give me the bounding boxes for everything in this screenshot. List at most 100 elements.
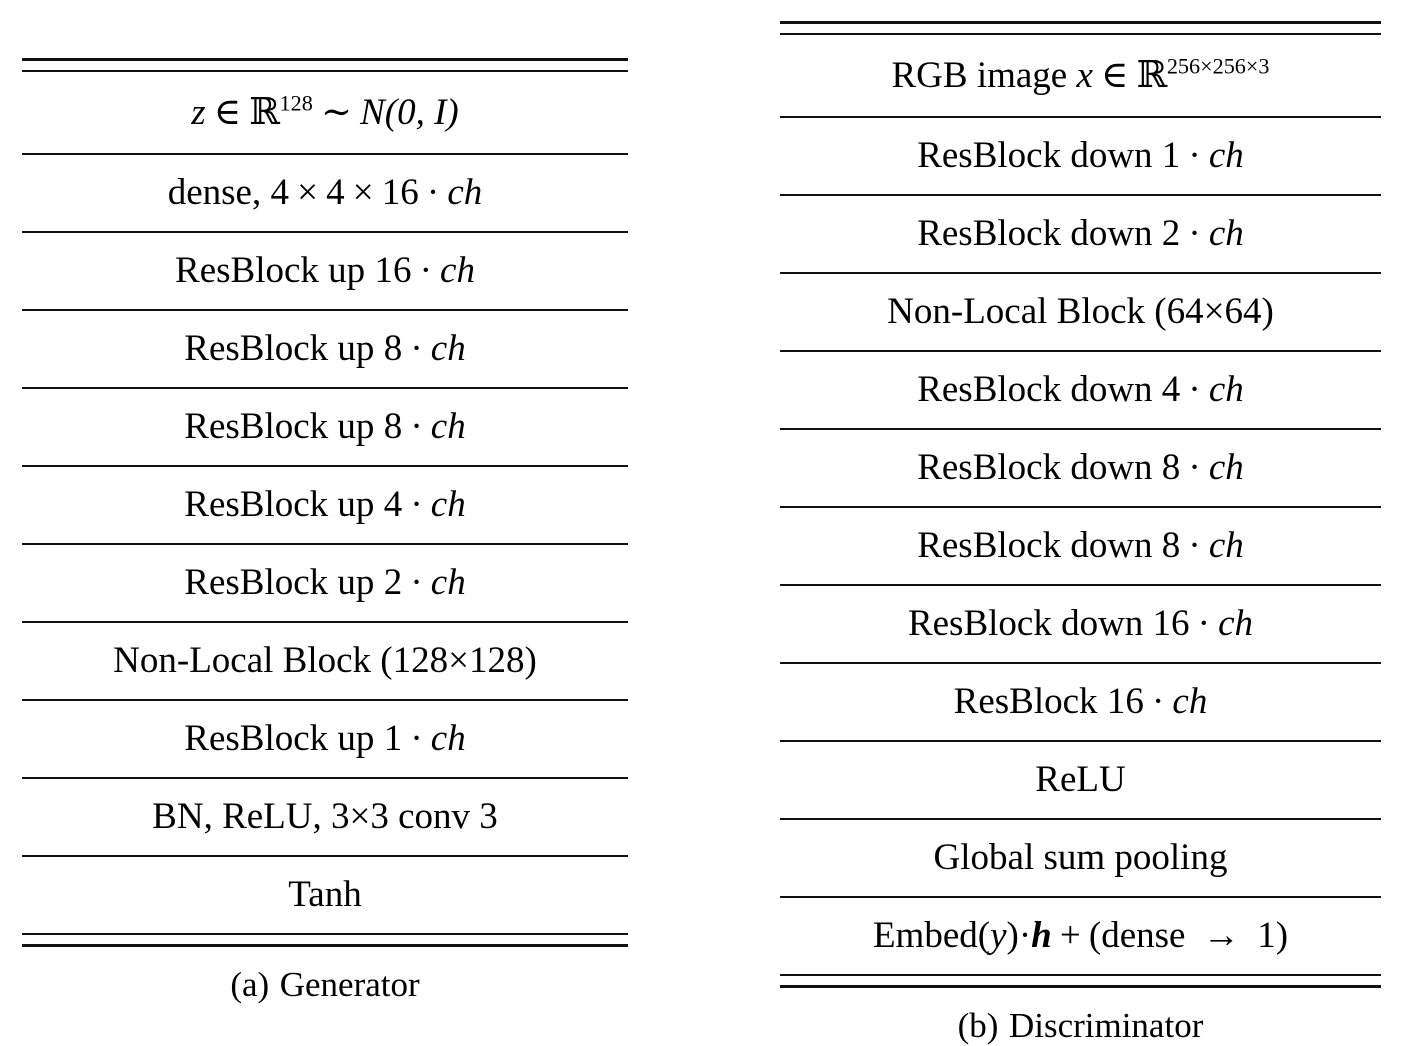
discriminator-architecture-table: RGB image x∈ℝ256×256×3 ResBlock down 1·c… xyxy=(780,35,1381,974)
generator-midrule-9 xyxy=(22,777,628,779)
discriminator-bottomrule xyxy=(780,974,1381,988)
channel-variable: ch xyxy=(1208,369,1244,410)
channel-mult: 4 xyxy=(383,484,403,525)
generator-row-resblock-up-16: ResBlock up 16·ch xyxy=(22,233,628,309)
discriminator-midrule-9 xyxy=(780,740,1381,742)
table-row: ResBlock up 4·ch xyxy=(22,467,628,543)
dot-symbol: · xyxy=(1188,447,1201,488)
table-row: ResBlock down 16·ch xyxy=(780,586,1381,662)
dense-dim-b: 4 xyxy=(326,172,345,213)
discriminator-row-resblock-down-1: ResBlock down 1·ch xyxy=(780,118,1381,194)
generator-architecture-table: z∈ℝ128∼N(0, I) dense, 4×4×16·ch ResBlock… xyxy=(22,72,628,933)
table-row: ResBlock down 1·ch xyxy=(780,118,1381,194)
table-row: ResBlock up 16·ch xyxy=(22,233,628,309)
latent-dimension: 128 xyxy=(279,90,313,116)
table-row: ResBlock down 8·ch xyxy=(780,508,1381,584)
kernel-size-h: 3 xyxy=(331,796,350,837)
generator-row-resblock-up-4: ResBlock up 4·ch xyxy=(22,467,628,543)
resblock-down-label: ResBlock down xyxy=(907,603,1153,644)
table-row: z∈ℝ128∼N(0, I) xyxy=(22,72,628,153)
rgb-image-label: RGB image xyxy=(891,55,1077,96)
discriminator-midrule-8 xyxy=(780,662,1381,664)
non-local-label: Non-Local Block ( xyxy=(887,291,1167,332)
channel-mult: 16 xyxy=(374,250,412,291)
channel-variable: ch xyxy=(440,250,475,291)
resblock-down-label: ResBlock down xyxy=(917,447,1162,488)
input-variable-x: x xyxy=(1076,55,1093,96)
class-label-y: y xyxy=(990,915,1007,956)
real-numbers-symbol: ℝ xyxy=(1136,53,1168,96)
dot-product-symbol: · xyxy=(1018,915,1032,956)
dense-dim-a: 4 xyxy=(270,172,289,213)
discriminator-midrule-6 xyxy=(780,506,1381,508)
dot-symbol: · xyxy=(1188,369,1201,410)
non-local-height: 64 xyxy=(1224,291,1262,332)
discriminator-row-global-sum-pooling: Global sum pooling xyxy=(933,837,1228,878)
generator-subfigure: z∈ℝ128∼N(0, I) dense, 4×4×16·ch ResBlock… xyxy=(22,58,628,1005)
resblock-down-label: ResBlock down xyxy=(917,369,1162,410)
dot-symbol: · xyxy=(426,172,440,213)
generator-midrule-7 xyxy=(22,621,628,623)
channel-mult: 2 xyxy=(383,562,403,603)
dense-channel-mult: 16 xyxy=(381,172,419,213)
table-row: ReLU xyxy=(780,742,1381,818)
discriminator-row-resblock-16: ResBlock 16·ch xyxy=(780,664,1381,740)
resblock-down-label: ResBlock down xyxy=(917,525,1162,566)
generator-caption-label: (a) xyxy=(230,965,270,1004)
discriminator-midrule-1 xyxy=(780,116,1381,118)
discriminator-row-relu: ReLU xyxy=(1035,759,1126,800)
dot-symbol: · xyxy=(1188,525,1201,566)
channel-mult: 16 xyxy=(1152,603,1190,644)
discriminator-row-non-local-block: Non-Local Block (64×64) xyxy=(780,274,1381,350)
discriminator-row-resblock-down-8b: ResBlock down 8·ch xyxy=(780,508,1381,584)
channel-variable: ch xyxy=(430,406,466,447)
channel-variable: ch xyxy=(430,718,466,759)
generator-row-tanh: Tanh xyxy=(288,874,362,915)
table-row: Tanh xyxy=(22,857,628,933)
dot-symbol: · xyxy=(410,718,423,759)
table-row: ResBlock up 2·ch xyxy=(22,545,628,621)
table-row: dense, 4×4×16·ch xyxy=(22,155,628,231)
table-row: BN, ReLU, 3×3 conv 3 xyxy=(22,779,628,855)
non-local-label: Non-Local Block ( xyxy=(113,640,393,681)
table-row: ResBlock up 8·ch xyxy=(22,389,628,465)
table-row: Non-Local Block (128×128) xyxy=(22,623,628,699)
generator-midrule-3 xyxy=(22,309,628,311)
non-local-width: 128 xyxy=(392,640,449,681)
latent-variable-z: z xyxy=(191,92,206,133)
feature-vector-h: h xyxy=(1031,915,1052,956)
element-of-symbol: ∈ xyxy=(1101,55,1129,96)
times-symbol: × xyxy=(297,172,318,213)
plus-symbol: + xyxy=(1059,915,1081,956)
channel-variable: ch xyxy=(1208,525,1244,566)
channel-variable: ch xyxy=(1208,135,1244,176)
generator-midrule-6 xyxy=(22,543,628,545)
resblock-label: ResBlock xyxy=(953,681,1107,722)
element-of-symbol: ∈ xyxy=(213,92,242,133)
image-dimensions: 256×256×3 xyxy=(1166,53,1270,79)
discriminator-row-resblock-down-4: ResBlock down 4·ch xyxy=(780,352,1381,428)
dot-symbol: · xyxy=(410,328,423,369)
table-row: ResBlock 16·ch xyxy=(780,664,1381,740)
discriminator-midrule-2 xyxy=(780,194,1381,196)
channel-variable: ch xyxy=(430,484,466,525)
distributed-as-symbol: ∼ xyxy=(320,92,352,133)
generator-midrule-2 xyxy=(22,231,628,233)
generator-midrule-5 xyxy=(22,465,628,467)
discriminator-midrule-5 xyxy=(780,428,1381,430)
discriminator-caption: (b)Discriminator xyxy=(780,988,1381,1046)
resblock-up-label: ResBlock up xyxy=(184,718,384,759)
discriminator-midrule-10 xyxy=(780,818,1381,820)
channel-mult: 8 xyxy=(1161,525,1181,566)
resblock-down-label: ResBlock down xyxy=(917,213,1162,254)
dot-symbol: · xyxy=(410,484,423,525)
normal-distribution-args: (0, I) xyxy=(384,92,459,133)
dot-symbol: · xyxy=(1188,135,1201,176)
resblock-down-label: ResBlock down xyxy=(917,135,1162,176)
discriminator-midrule-11 xyxy=(780,896,1381,898)
table-row: RGB image x∈ℝ256×256×3 xyxy=(780,35,1381,116)
discriminator-row-resblock-down-8a: ResBlock down 8·ch xyxy=(780,430,1381,506)
table-row: ResBlock down 4·ch xyxy=(780,352,1381,428)
generator-row-non-local-block: Non-Local Block (128×128) xyxy=(22,623,628,699)
discriminator-row-resblock-down-2: ResBlock down 2·ch xyxy=(780,196,1381,272)
